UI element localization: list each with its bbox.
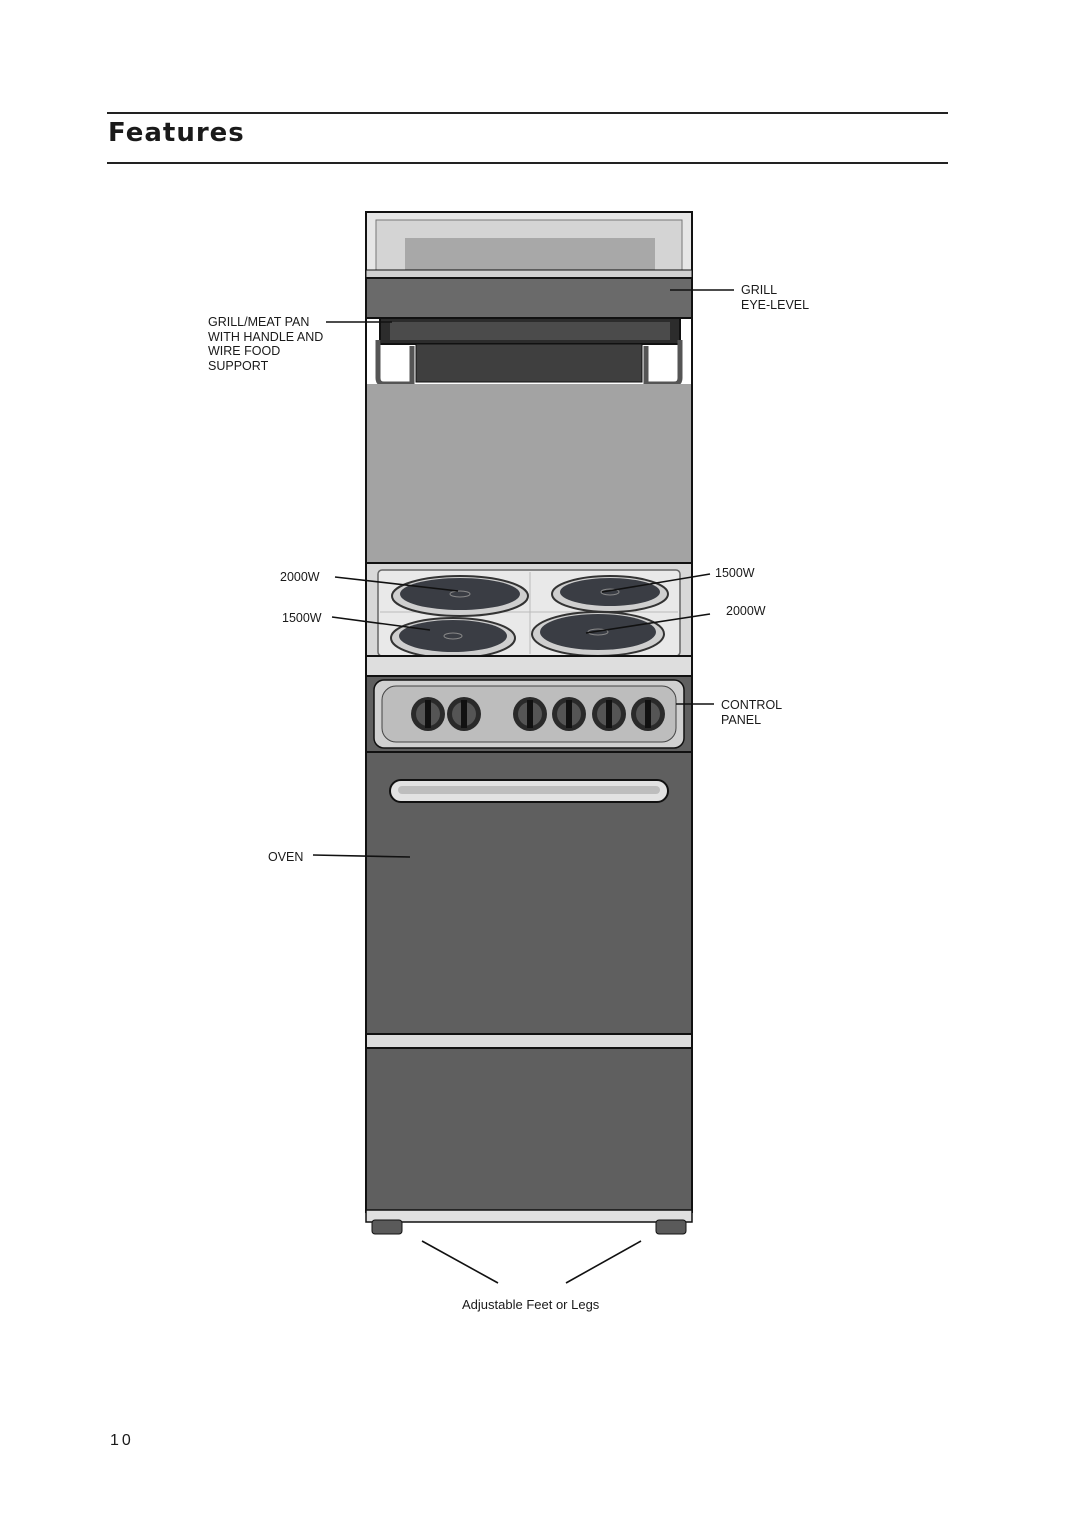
title-underline [107, 162, 948, 164]
adjustable-feet [365, 1209, 693, 1235]
control-knob [631, 697, 665, 731]
control-knob [552, 697, 586, 731]
control-knob [447, 697, 481, 731]
grill-meat-pan [375, 317, 683, 387]
label-line: WIRE FOOD [208, 344, 281, 358]
label-grill-eye-level: GRILL EYE-LEVEL [741, 283, 809, 312]
grill-hood [365, 211, 693, 279]
label-line: GRILL [741, 283, 778, 297]
control-knob [411, 697, 445, 731]
label-hob-right-front: 2000W [726, 604, 766, 618]
label-control-panel: CONTROL PANEL [721, 698, 782, 727]
label-grill-meat-pan: GRILL/MEAT PAN WITH HANDLE AND WIRE FOOD… [208, 315, 323, 373]
label-adjustable-feet: Adjustable Feet or Legs [462, 1297, 600, 1312]
label-line: CONTROL [721, 698, 783, 712]
grill-eye-level [365, 277, 693, 319]
storage-drawer [365, 1033, 693, 1213]
oven-door [365, 751, 693, 1035]
page-title: Features [108, 118, 245, 148]
hob [365, 562, 693, 677]
control-knob [513, 697, 547, 731]
label-line: EYE-LEVEL [741, 297, 810, 312]
leader-lines [312, 289, 734, 1284]
label-line: WITH HANDLE AND [208, 329, 324, 344]
label-hob-left-front: 1500W [282, 611, 322, 625]
label-line: GRILL/MEAT PAN [208, 315, 310, 329]
control-panel [365, 675, 693, 753]
label-hob-right-back: 1500W [715, 566, 755, 580]
label-hob-left-back: 2000W [280, 570, 320, 584]
page-number: 10 [110, 1432, 134, 1449]
label-line: SUPPORT [208, 358, 269, 373]
label-oven: OVEN [268, 850, 304, 864]
control-knob [592, 697, 626, 731]
top-rule [107, 112, 948, 114]
label-line: PANEL [721, 712, 762, 727]
